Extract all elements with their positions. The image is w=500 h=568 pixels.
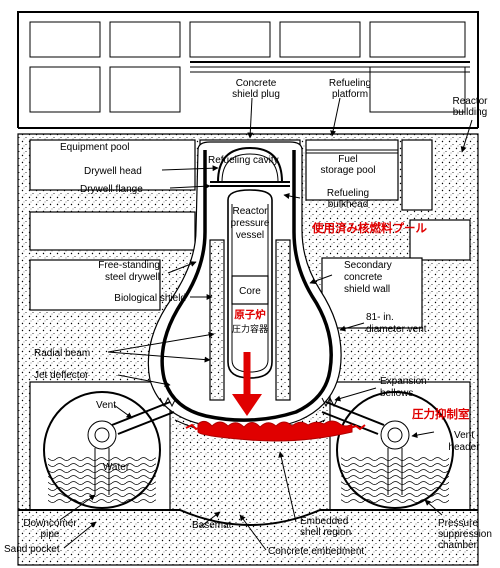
drywell-head	[217, 146, 283, 183]
equipment-pool	[29, 139, 196, 191]
label-expansion-bellows-2: bellows	[380, 388, 413, 399]
label-concrete-shield-plug-2: shield plug	[232, 89, 280, 100]
label-basemat: Basemat	[192, 520, 232, 531]
label-pressure-supp-3: chamber	[438, 540, 478, 551]
label-radial-beam: Radial beam	[34, 348, 90, 359]
label-pressure-supp-1: Pressure	[438, 518, 478, 529]
label-rpv-2: pressure	[231, 218, 270, 229]
label-vent: Vent	[96, 400, 116, 411]
label-reactor-building-2: building	[453, 107, 487, 118]
label-refueling-bulkhead-2: bulkhead	[328, 199, 369, 210]
label-freestanding-drywell-2: steel drywell	[105, 272, 160, 283]
label-drywell-flange: Drywell flange	[80, 184, 143, 195]
label-reactor-building-1: Reactor	[452, 96, 488, 107]
label-rpv-1: Reactor	[232, 206, 268, 217]
label-fuel-storage-pool-2: storage pool	[320, 165, 375, 176]
labels: Concrete shield plug Refueling platform …	[4, 78, 492, 557]
biological-shield-left	[209, 239, 225, 401]
label-fuel-storage-pool-1: Fuel	[338, 154, 357, 165]
label-expansion-bellows-1: Expansion	[380, 376, 427, 387]
label-concrete-shield-plug-1: Concrete	[236, 78, 277, 89]
reactor-pressure-vessel	[209, 189, 291, 401]
label-refueling-cavity: Refueling cavity	[208, 155, 279, 166]
label-core: Core	[239, 286, 261, 297]
label-reactor-jp: 原子炉	[234, 308, 266, 321]
building-upper-frame	[17, 11, 479, 135]
label-secondary-shield-1: Secondary	[344, 260, 392, 271]
label-downcomer-2: pipe	[41, 529, 60, 540]
suppression-chambers	[43, 391, 454, 509]
label-jet-deflector: Jet deflector	[34, 370, 89, 381]
core-box	[231, 275, 269, 305]
label-biological-shield: Biological shield	[114, 293, 186, 304]
label-vent-81-2: diameter vent	[366, 324, 427, 335]
label-concrete-embedment: Concrete embedment	[268, 546, 364, 557]
label-suppression-chamber-jp: 圧力抑制室	[412, 407, 470, 421]
label-equipment-pool: Equipment pool	[60, 142, 130, 153]
label-refueling-platform-1: Refueling	[329, 78, 371, 89]
label-water: Water	[103, 462, 130, 473]
label-refueling-bulkhead-1: Refueling	[327, 188, 369, 199]
label-secondary-shield-2: concrete	[344, 272, 383, 283]
label-drywell-head: Drywell head	[84, 166, 142, 177]
label-spent-fuel-pool-jp: 使用済み核燃料プール	[311, 221, 427, 235]
label-pressure-supp-2: suppression	[438, 529, 492, 540]
label-downcomer-1: Downcomer	[23, 518, 77, 529]
label-vent-81-1: 81- in.	[366, 312, 394, 323]
label-refueling-platform-2: platform	[332, 89, 368, 100]
label-rpv-3: vessel	[236, 230, 264, 241]
label-freestanding-drywell-1: Free-standing	[98, 260, 160, 271]
leader-lines	[59, 97, 473, 551]
label-pressure-vessel-jp: 圧力容器	[232, 323, 268, 335]
label-sand-pocket: Sand pocket	[4, 544, 60, 555]
biological-shield-right	[275, 239, 291, 401]
label-embedded-shell-1: Embedded	[300, 516, 348, 527]
molten-core-annotation	[185, 352, 366, 442]
label-embedded-shell-2: shell region	[300, 527, 351, 538]
label-vent-header-1: Vent	[454, 430, 474, 441]
label-vent-header-2: header	[448, 442, 480, 453]
label-secondary-shield-3: shield wall	[344, 284, 390, 295]
